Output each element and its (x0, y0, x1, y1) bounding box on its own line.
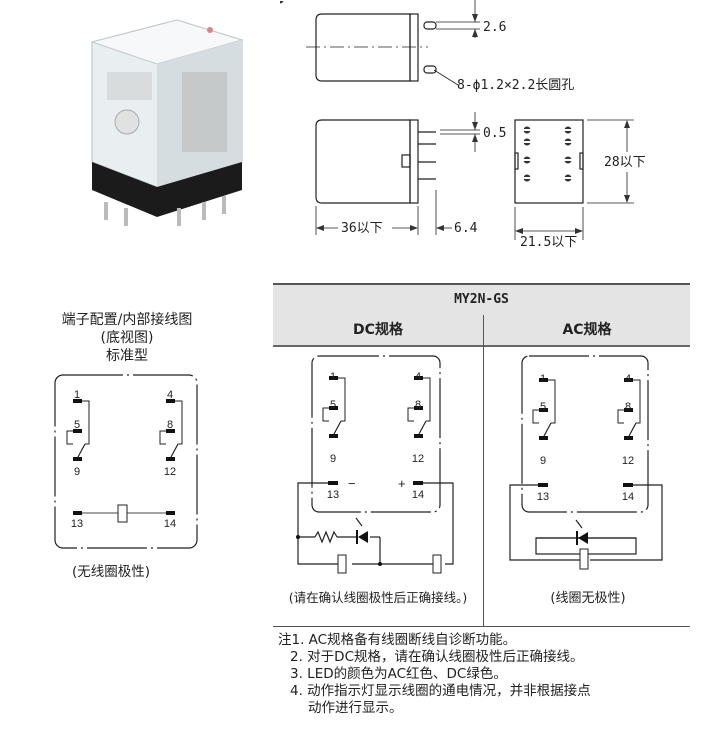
terminal-label: 9 (330, 453, 336, 465)
terminal-label: 12 (164, 466, 176, 478)
terminal-label: 9 (74, 466, 80, 478)
terminal-label: 8 (625, 401, 631, 413)
terminal-label: 5 (540, 401, 546, 413)
terminal-label: 5 (74, 419, 80, 431)
title-line: 标准型 (106, 348, 148, 364)
dim-length: 36以下 (341, 221, 383, 236)
terminal-diagram-standard: 1 4 5 8 9 12 13 14 (54, 374, 198, 549)
table-bottom-border (273, 626, 690, 627)
terminal-label: 8 (415, 399, 421, 411)
title-line: (底视图) (100, 330, 154, 346)
notes: 注1. AC规格备有线圈断线自诊断功能。 2. 对于DC规格，请在确认线圈极性后… (278, 632, 591, 717)
plus-sign: + (398, 476, 406, 491)
terminal-label: 14 (622, 491, 634, 503)
terminal-label: 13 (537, 491, 549, 503)
terminal-diagram-title: 端子配置/内部接线图 (底视图) 标准型 (42, 311, 212, 365)
dimension-drawing: 2.6 8-ϕ1.2×2.2长圆孔 0.5 28以下 36以下 6.4 21.5… (280, 0, 646, 250)
dim-pin-width: 2.6 (483, 20, 506, 35)
minus-sign: − (348, 476, 356, 491)
terminal-label: 14 (412, 489, 424, 501)
dim-pin-length: 6.4 (454, 221, 478, 236)
terminal-label: 8 (167, 419, 173, 431)
dc-wiring-diagram: 1 4 5 8 9 12 13 14 − + (296, 355, 454, 574)
note-4-cont: 动作进行显示。 (308, 700, 403, 716)
dc-header: DC规格 (273, 315, 483, 347)
terminal-label: 1 (74, 389, 80, 401)
terminal-label: 12 (412, 453, 424, 465)
relay-photo (82, 12, 252, 230)
terminal-label: 4 (167, 389, 173, 401)
ac-caption: (线圈无极性) (550, 591, 626, 606)
terminal-label: 1 (540, 373, 546, 385)
terminal-label: 1 (330, 371, 336, 383)
ac-wiring-diagram: 1 4 5 8 9 12 13 14 (509, 355, 663, 570)
terminal-label: 13 (71, 518, 83, 530)
terminal-label: 13 (327, 489, 339, 501)
ac-header: AC规格 (484, 315, 690, 347)
terminal-label: 12 (622, 455, 634, 467)
note-4: 4. 动作指示灯显示线圈的通电情况，并非根据接点 (290, 683, 591, 699)
title-line: 端子配置/内部接线图 (61, 312, 193, 328)
dim-pin-thickness: 0.5 (483, 126, 506, 141)
terminal-label: 4 (625, 373, 631, 385)
dim-height: 28以下 (604, 155, 646, 170)
terminal-label: 5 (330, 399, 336, 411)
terminal-label: 14 (164, 518, 176, 530)
dim-hole-spec: 8-ϕ1.2×2.2长圆孔 (457, 78, 574, 93)
terminal-label: 4 (415, 371, 421, 383)
column-divider (483, 315, 484, 627)
dim-width: 21.5以下 (520, 235, 577, 250)
no-polarity-caption: (无线圈极性) (72, 564, 151, 580)
note-3: 3. LED的颜色为AC红色、DC绿色。 (290, 666, 507, 682)
note-2: 2. 对于DC规格，请在确认线圈极性后正确接线。 (290, 649, 584, 665)
model-header: MY2N-GS (273, 283, 690, 317)
note-1: 注1. AC规格备有线圈断线自诊断功能。 (278, 632, 517, 648)
dc-caption: (请在确认线圈极性后正确接线。) (288, 590, 468, 605)
terminal-label: 9 (540, 455, 546, 467)
